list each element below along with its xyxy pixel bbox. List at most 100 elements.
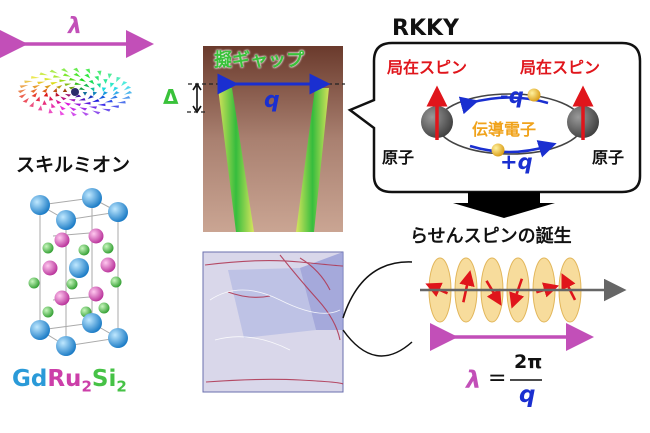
skyrmion-spin-cone xyxy=(102,91,108,96)
skyrmion-spin-cone xyxy=(59,110,65,116)
skyrmion-core xyxy=(71,88,79,96)
skyrmion-spin-cone xyxy=(83,101,91,105)
skyrmion-spin-cone xyxy=(74,82,82,85)
skyrmion-spin-cone xyxy=(64,93,72,97)
si-atom xyxy=(102,242,114,254)
microscopy-image xyxy=(202,251,344,393)
skyrmion-lambda-label: λ xyxy=(68,14,82,39)
skyrmion-spin-cone xyxy=(19,85,29,89)
minus-q-label: -q xyxy=(500,84,524,108)
skyrmion-spin-cone xyxy=(64,83,72,86)
skyrmion-spin-cone xyxy=(96,83,101,88)
si-atom xyxy=(42,242,54,254)
conduction-electron-label: 伝導電子 xyxy=(472,120,537,139)
skyrmion-spin-cone xyxy=(63,102,71,106)
pseudo-gap-label: 擬ギャップ xyxy=(214,50,304,71)
skyrmion-spin-cone xyxy=(81,111,90,116)
fraction-denominator: q xyxy=(519,382,536,408)
skyrmion-spin-cone xyxy=(22,97,29,103)
skyrmion-spin-cone xyxy=(68,77,77,81)
skyrmion-illustration xyxy=(0,30,154,117)
skyrmion-spin-cone xyxy=(59,105,66,111)
skyrmion-spin-cone xyxy=(92,110,101,115)
rkky-bubble-outline xyxy=(347,41,642,194)
skyrmion-spin-cone xyxy=(49,69,58,74)
down-arrow xyxy=(453,192,555,218)
skyrmion-spin-cone xyxy=(90,87,95,92)
atom-label-left: 原子 xyxy=(382,148,415,167)
ru-atom xyxy=(88,286,104,302)
skyrmion-spin-cone xyxy=(51,103,56,109)
ru-atom xyxy=(88,228,104,244)
skyrmion-spin-cone xyxy=(110,105,120,108)
skyrmion-spin-cone xyxy=(109,95,118,100)
helix-title: らせんスピンの誕生 xyxy=(410,226,572,247)
formula-gd: Gd xyxy=(12,366,48,392)
skyrmion-spin-cone xyxy=(97,70,102,76)
ru-atom xyxy=(54,232,70,248)
skyrmion-spin-cone xyxy=(79,107,88,111)
gap-band-right xyxy=(296,88,329,232)
skyrmion-spin-cone xyxy=(59,79,67,83)
skyrmion-spin-cone xyxy=(44,84,52,89)
skyrmion-spin-cone xyxy=(82,92,88,96)
gd-atom xyxy=(56,210,76,230)
skyrmion-spin-cone xyxy=(17,89,27,94)
skyrmion-spin-cone xyxy=(101,108,111,112)
skyrmion-spin-cone xyxy=(73,72,81,78)
skyrmion-spin-cone xyxy=(60,96,67,101)
skyrmion-spin-cone xyxy=(97,103,106,107)
gd-atom xyxy=(30,195,50,215)
si-atom xyxy=(66,278,78,290)
skyrmion-spin-cone xyxy=(55,92,60,97)
skyrmion-spin-cone xyxy=(52,88,58,93)
skyrmion-spin-cone xyxy=(70,111,77,117)
skyrmion-spin-cone xyxy=(117,100,126,104)
skyrmion-spin-cone xyxy=(42,88,48,93)
plus-q-label: +q xyxy=(500,150,533,174)
skyrmion-spin-cone xyxy=(121,81,128,87)
skyrmion-spin-cone xyxy=(87,95,94,100)
skyrmion-spin-cone xyxy=(35,96,40,102)
gd-atom xyxy=(82,313,102,333)
skyrmion-spin-cone xyxy=(112,86,119,92)
si-atom xyxy=(98,302,110,314)
electron-bottom xyxy=(491,143,505,157)
formula-ru: Ru xyxy=(47,366,82,392)
equals-sign: = xyxy=(488,366,507,391)
skyrmion-spin-cone xyxy=(110,82,115,88)
skyrmion-spin-cone xyxy=(62,73,71,77)
ru-atom xyxy=(100,257,116,273)
skyrmion-spin-cone xyxy=(39,72,49,76)
plus-q-arrow xyxy=(469,140,557,158)
skyrmion-spin-cone xyxy=(104,99,113,103)
skyrmion-spin-cone xyxy=(56,84,63,89)
skyrmion-spin-cone xyxy=(32,84,41,89)
skyrmion-spin-cone xyxy=(85,68,91,74)
gd-atom xyxy=(108,202,128,222)
skyrmion-spin-cone xyxy=(42,100,47,105)
skyrmion-spin-cone xyxy=(78,98,86,101)
skyrmion-spin-cone xyxy=(123,90,133,95)
rkky-title: RKKY xyxy=(392,16,459,41)
skyrmion-spin-cone xyxy=(60,68,69,73)
skyrmion-spin-cone xyxy=(48,108,53,114)
skyrmion-spin-cone xyxy=(68,99,76,102)
formula-si-subscript: 2 xyxy=(116,377,127,396)
skyrmion-spin-cone xyxy=(116,76,121,83)
skyrmion-spin-cone xyxy=(123,85,132,91)
skyrmion-spin-cone xyxy=(121,95,131,99)
skyrmion-spin-cone xyxy=(98,95,106,100)
connector-curve-bottom xyxy=(342,329,413,357)
skyrmion-spin-cone xyxy=(69,106,77,112)
electron-top xyxy=(527,88,541,102)
skyrmion-spin-cone xyxy=(29,101,34,108)
helix-illustration xyxy=(420,257,627,381)
skyrmion-spin-cone xyxy=(83,83,90,88)
skyrmion-spin-cone xyxy=(103,79,108,84)
atom-label-right: 原子 xyxy=(592,148,625,167)
skyrmion-spin-cone xyxy=(37,81,46,85)
si-atom xyxy=(42,306,54,318)
skyrmion-spin-cone xyxy=(78,87,86,91)
